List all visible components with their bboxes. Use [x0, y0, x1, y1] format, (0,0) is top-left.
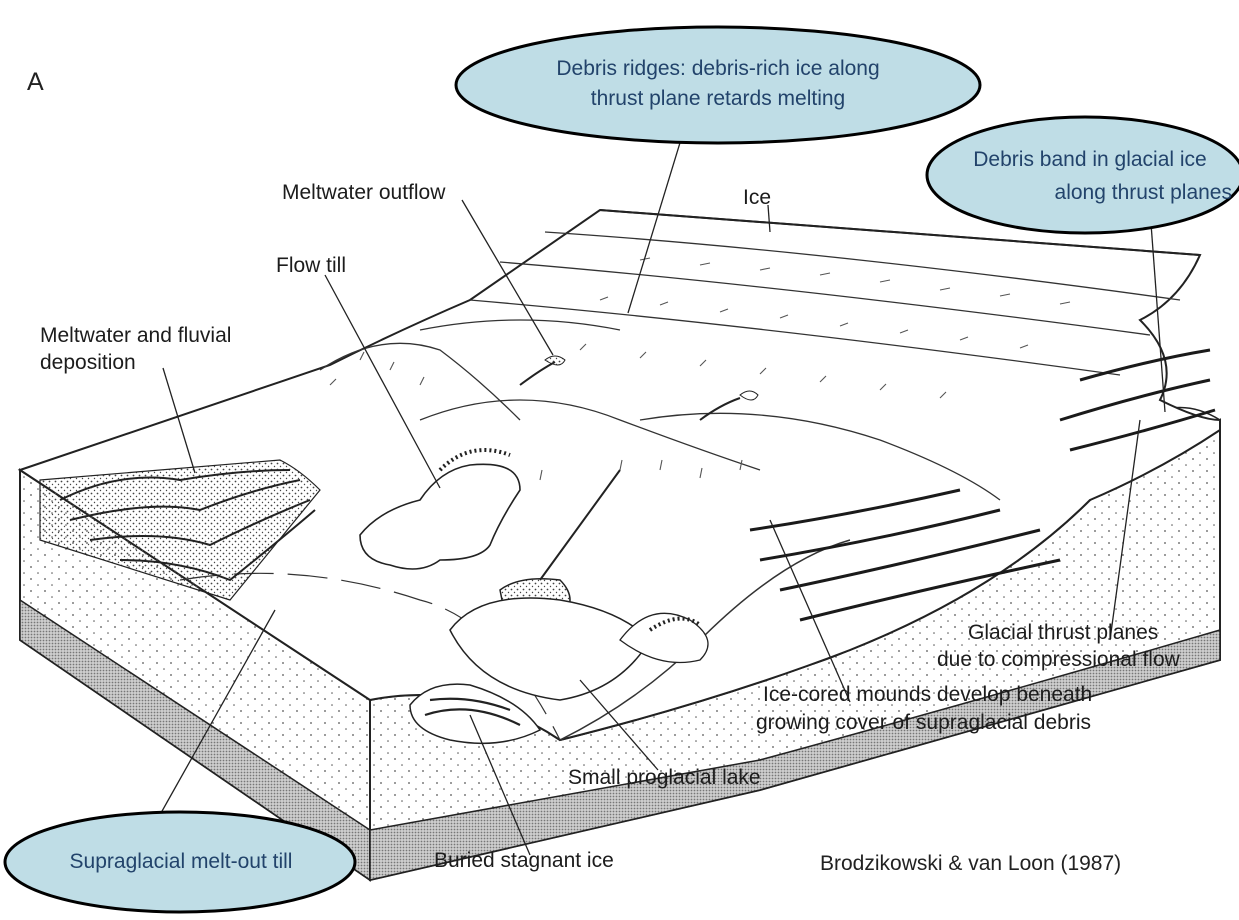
label-flow-till: Flow till	[276, 253, 346, 278]
label-ice-cored-2: growing cover of supraglacial debris	[756, 710, 1091, 735]
debris-ridges-line-1: Debris ridges: debris-rich ice along	[511, 54, 925, 84]
debris-ridges-line-2: thrust plane retards melting	[511, 84, 925, 114]
source-credit: Brodzikowski & van Loon (1987)	[820, 852, 1121, 876]
panel-label: A	[27, 68, 44, 97]
label-proglacial-lake: Small proglacial lake	[568, 765, 761, 790]
label-meltwater-fluvial-2: deposition	[40, 350, 136, 375]
label-buried-ice: Buried stagnant ice	[434, 848, 614, 873]
callout-debris-band	[927, 117, 1239, 233]
label-ice-cored-1: Ice-cored mounds develop beneath	[763, 682, 1092, 707]
label-meltwater-outflow: Meltwater outflow	[282, 180, 445, 205]
supraglacial-till-label: Supraglacial melt-out till	[36, 847, 326, 877]
debris-band-line-2: along thrust planes	[960, 178, 1232, 208]
label-glacial-thrust-2: due to compressional flow	[937, 647, 1180, 672]
label-ice: Ice	[743, 185, 771, 210]
label-glacial-thrust-1: Glacial thrust planes	[968, 620, 1158, 645]
debris-band-line-1: Debris band in glacial ice	[955, 145, 1225, 175]
label-meltwater-fluvial-1: Meltwater and fluvial	[40, 323, 231, 348]
